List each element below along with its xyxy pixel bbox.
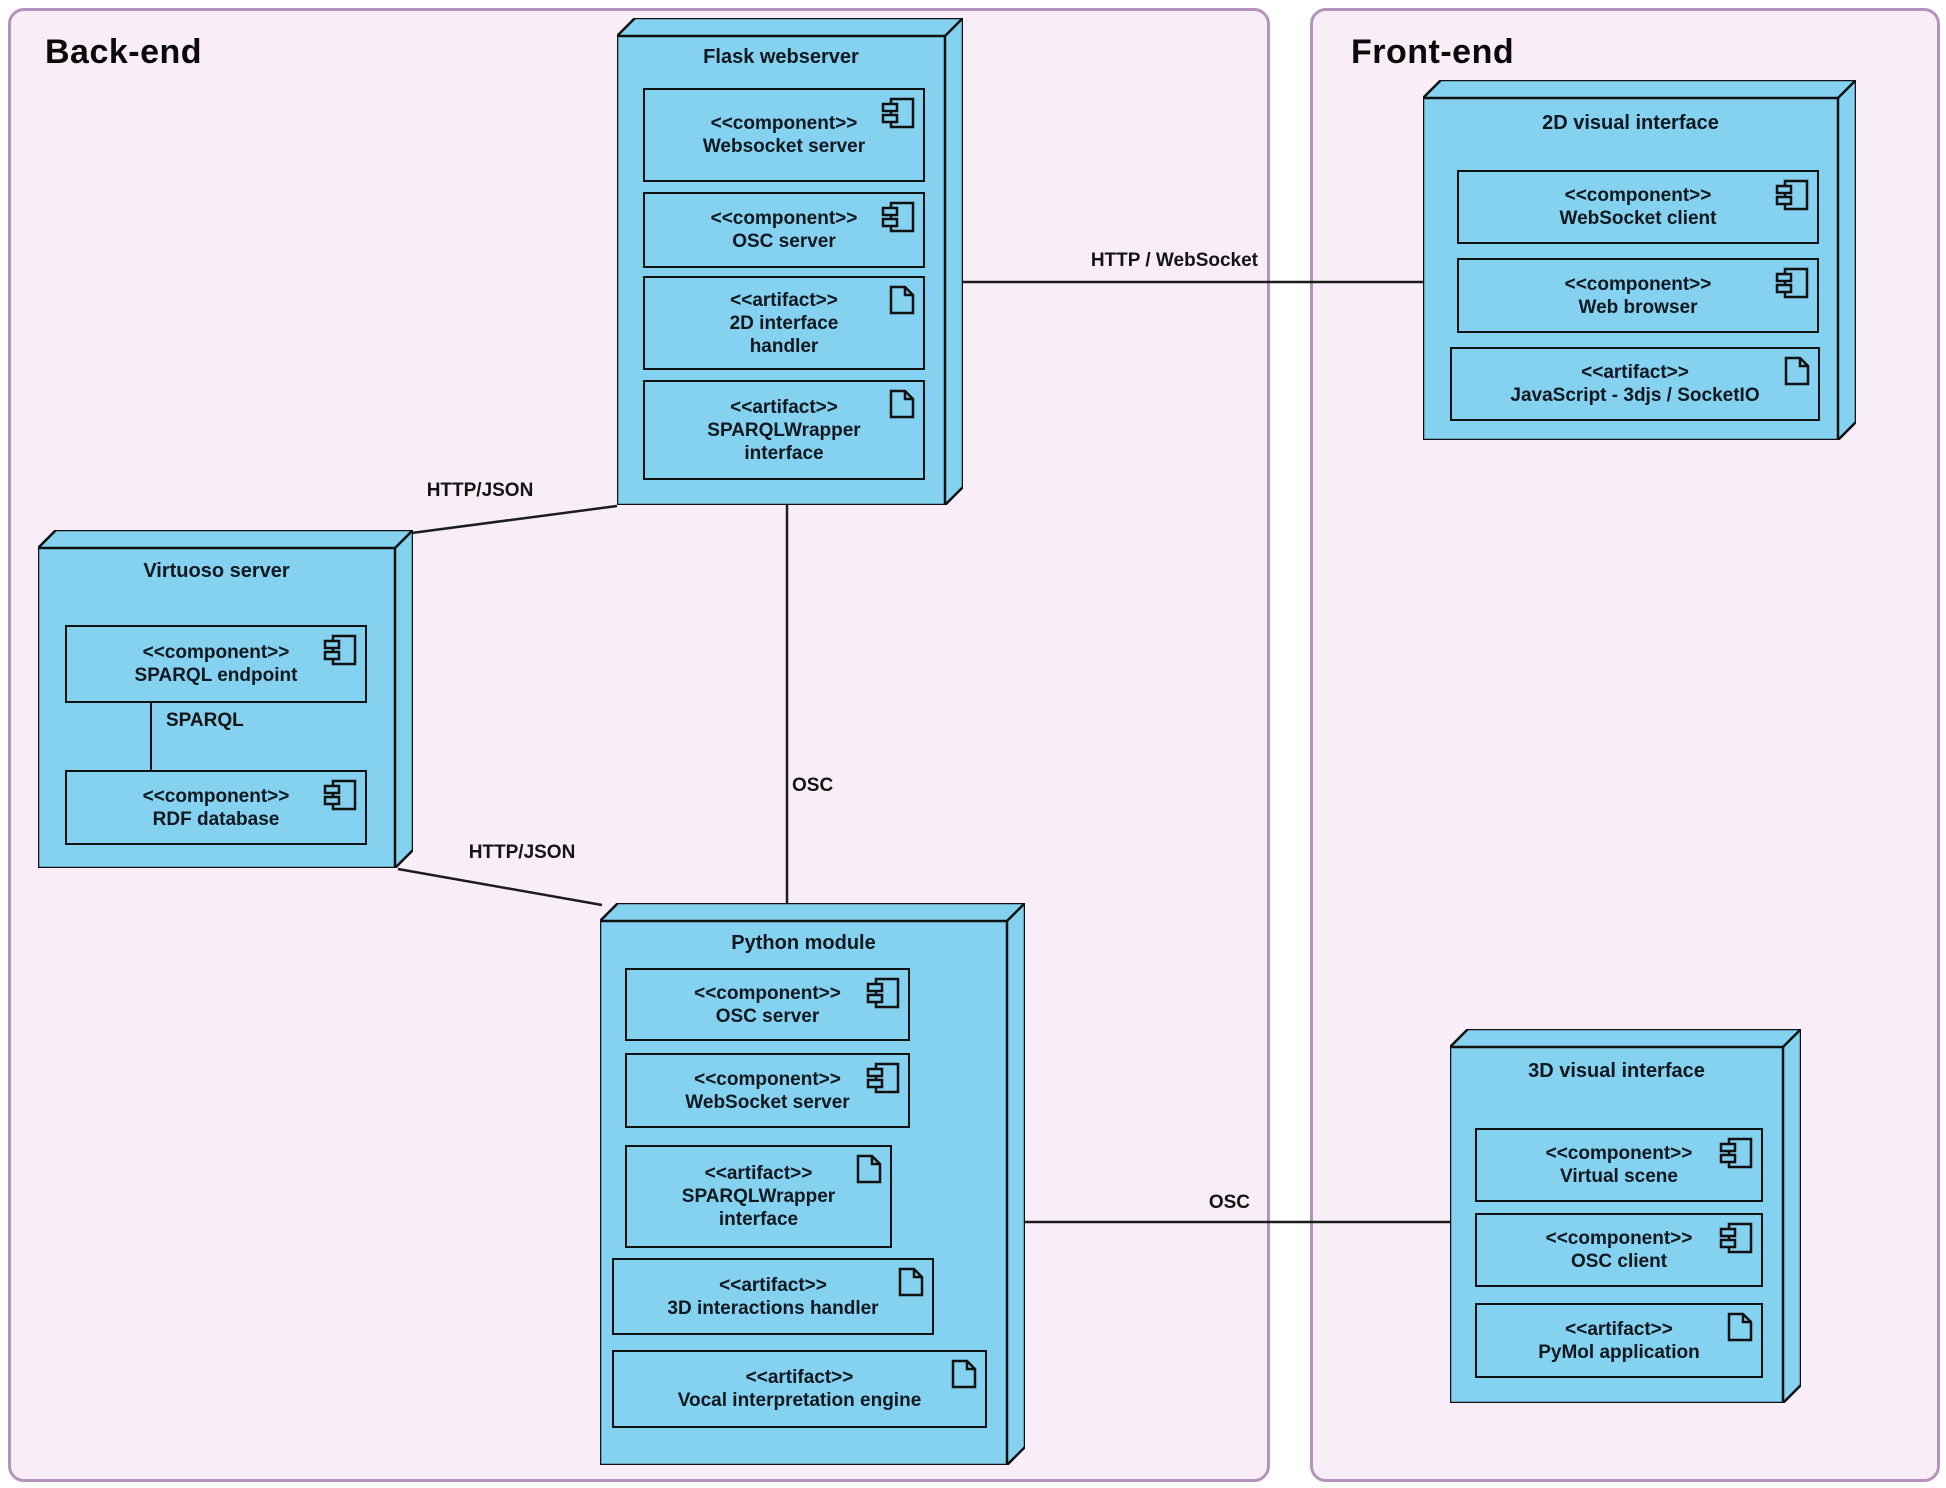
node-title: Flask webserver (703, 46, 859, 68)
node-2d-visual-interface: 2D visual interface <<component>>WebSock… (1423, 80, 1856, 440)
artifact-icon (856, 1154, 882, 1184)
item-websocket-server: <<component>>Websocket server (643, 88, 925, 182)
backend-region-title: Back-end (45, 33, 203, 71)
component-icon (866, 977, 900, 1009)
artifact-icon (889, 389, 915, 419)
sparql-connector-line (150, 703, 152, 770)
node-3d-shell (600, 903, 1025, 1465)
node-title: 3D visual interface (1528, 1060, 1705, 1082)
item-osc-server: <<component>>OSC server (625, 968, 910, 1041)
item-osc-server: <<component>>OSC server (643, 192, 925, 268)
node-title: 2D visual interface (1542, 112, 1719, 134)
item-vocal-interpretation-engine: <<artifact>>Vocal interpretation engine (612, 1350, 987, 1428)
item-pymol-application: <<artifact>>PyMol application (1475, 1303, 1763, 1378)
component-icon (323, 779, 357, 811)
item-sparqlwrapper-interface: <<artifact>>SPARQLWrapper interface (643, 380, 925, 480)
edge-label-osc-vertical: OSC (792, 775, 834, 796)
node-3d-shell (617, 18, 963, 505)
component-icon (866, 1062, 900, 1094)
component-icon (1719, 1137, 1753, 1169)
node-python-module: Python module <<component>>OSC server <<… (600, 903, 1025, 1465)
item-websocket-client: <<component>>WebSocket client (1457, 170, 1819, 244)
edge-label-http-websocket: HTTP / WebSocket (1090, 250, 1258, 271)
frontend-region-title: Front-end (1351, 33, 1515, 71)
item-sparqlwrapper-interface: <<artifact>>SPARQLWrapper interface (625, 1145, 892, 1248)
node-3d-visual-interface: 3D visual interface <<component>>Virtual… (1450, 1029, 1801, 1403)
item-javascript-3djs-socketio: <<artifact>>JavaScript - 3djs / SocketIO (1450, 347, 1820, 421)
item-2d-interface-handler: <<artifact>>2D interface handler (643, 276, 925, 370)
edge-label-virtuoso-python: HTTP/JSON (468, 842, 576, 863)
node-flask-webserver: Flask webserver <<component>>Websocket s… (617, 18, 963, 505)
item-virtual-scene: <<component>>Virtual scene (1475, 1128, 1763, 1202)
edge-label-osc-horizontal: OSC (1208, 1192, 1250, 1213)
artifact-icon (951, 1359, 977, 1389)
item-web-browser: <<component>>Web browser (1457, 258, 1819, 333)
item-sparql-endpoint: <<component>>SPARQL endpoint (65, 625, 367, 703)
item-osc-client: <<component>>OSC client (1475, 1213, 1763, 1287)
item-rdf-database: <<component>>RDF database (65, 770, 367, 845)
edge-label-flask-virtuoso: HTTP/JSON (426, 480, 534, 501)
artifact-icon (1727, 1312, 1753, 1342)
node-title: Python module (731, 932, 876, 954)
component-icon (881, 97, 915, 129)
component-icon (1775, 179, 1809, 211)
component-icon (881, 201, 915, 233)
component-icon (323, 634, 357, 666)
artifact-icon (898, 1267, 924, 1297)
artifact-icon (889, 285, 915, 315)
component-icon (1775, 267, 1809, 299)
component-icon (1719, 1222, 1753, 1254)
item-3d-interactions-handler: <<artifact>>3D interactions handler (612, 1258, 934, 1335)
node-title: Virtuoso server (143, 560, 290, 582)
node-virtuoso-server: Virtuoso server <<component>>SPARQL endp… (38, 530, 413, 868)
node-3d-shell (1450, 1029, 1801, 1403)
item-websocket-server: <<component>>WebSocket server (625, 1053, 910, 1128)
edge-label-sparql: SPARQL (166, 710, 244, 731)
artifact-icon (1784, 356, 1810, 386)
